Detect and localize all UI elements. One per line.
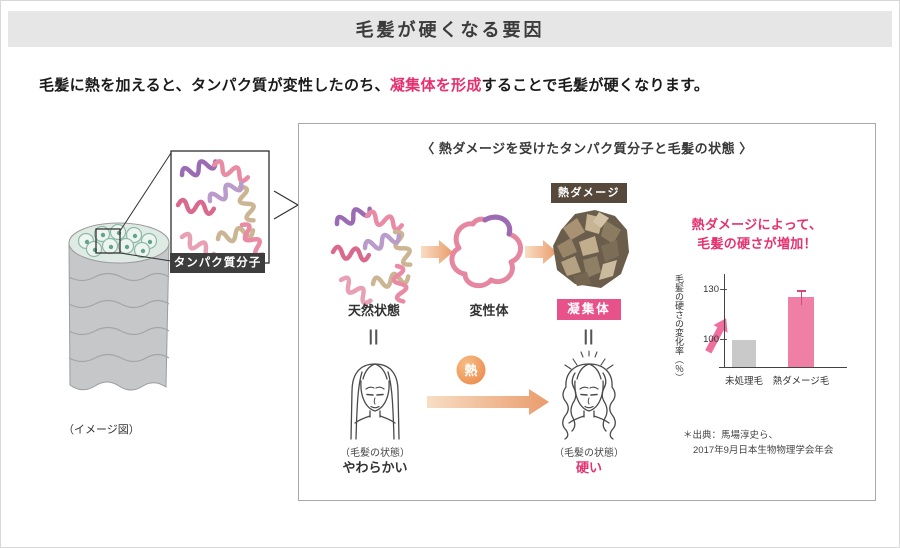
source-line1: ＊出典：馬場淳史ら、 <box>683 430 779 441</box>
hair-fiber-drawing <box>68 150 299 391</box>
chart-y-axis <box>724 274 726 367</box>
intro-highlight: 凝集体を形成 <box>389 77 482 94</box>
hair-state-caption-right: （毛髪の状態） <box>554 448 624 459</box>
error-bar <box>797 290 806 305</box>
protein-aggregate-art <box>553 210 629 288</box>
aggregate-badge: 凝集体 <box>557 299 621 320</box>
intro-pre: 毛髪に熱を加えると、タンパク質が変性したのち、 <box>39 77 390 94</box>
diagram-panel: 熱 <box>298 123 876 501</box>
category-heat-damaged: 熱ダメージ毛 <box>772 376 830 387</box>
zoom-source-rect <box>95 228 121 254</box>
source-citation: ＊出典：馬場淳史ら、 2017年9月日本生物物理学会年会 <box>683 428 833 458</box>
chart-headline: 熱ダメージによって、 毛髪の硬さが増加！ <box>674 216 840 254</box>
intro-text: 毛髪に熱を加えると、タンパク質が変性したのち、凝集体を形成することで毛髪が硬くな… <box>39 74 709 95</box>
panel-pointer-chevron <box>273 190 299 220</box>
heat-circle-label: 熱 <box>464 363 477 378</box>
arrow-denatured-to-aggregate <box>525 240 557 264</box>
hard-hair-face <box>562 350 616 440</box>
soft-hair-face <box>350 363 400 440</box>
panel-title: 〈 熱ダメージを受けたタンパク質分子と毛髪の状態 〉 <box>421 141 753 156</box>
bar-untreated <box>732 340 756 367</box>
intro-post: することで毛髪が硬くなります。 <box>481 77 710 94</box>
protein-natural-art <box>333 204 416 305</box>
label-denatured: 変性体 <box>469 303 509 318</box>
heat-circle <box>456 355 486 385</box>
heat-damage-badge: 熱ダメージ <box>551 183 627 203</box>
category-untreated: 未処理毛 <box>724 376 763 387</box>
chart-x-axis <box>719 367 847 369</box>
y-tick-100: 100 <box>691 334 727 345</box>
protein-denatured-art <box>449 214 523 289</box>
chart-headline-line1: 熱ダメージによって、 <box>691 217 823 232</box>
chart-headline-line2: 毛髪の硬さが増加！ <box>697 235 817 251</box>
hair-state-hard: 硬い <box>575 460 602 475</box>
protein-molecule-badge: タンパク質分子 <box>170 253 265 273</box>
chart-y-axis-label: 毛髪の硬さの変化率（％） <box>674 274 684 382</box>
arrow-heat-transform <box>427 389 549 415</box>
equivalence-mark-right: || <box>583 328 595 345</box>
bar-heat-damaged <box>788 296 814 367</box>
zoom-connector-lines <box>119 152 172 262</box>
equivalence-mark-left: || <box>368 328 380 345</box>
label-natural-state: 天然状態 <box>347 303 400 318</box>
hair-state-soft: やわらかい <box>342 460 408 475</box>
image-caption: （イメージ図） <box>63 424 140 436</box>
source-line2: 2017年9月日本生物物理学会年会 <box>693 445 834 457</box>
header-bar: 毛髪が硬くなる要因 <box>8 11 892 47</box>
arrow-natural-to-denatured <box>421 240 453 264</box>
y-tick-130: 130 <box>691 284 727 295</box>
page-title: 毛髪が硬くなる要因 <box>355 20 545 40</box>
hair-fiber-illustration <box>68 150 299 391</box>
hair-state-caption-left: （毛髪の状態） <box>340 448 410 459</box>
